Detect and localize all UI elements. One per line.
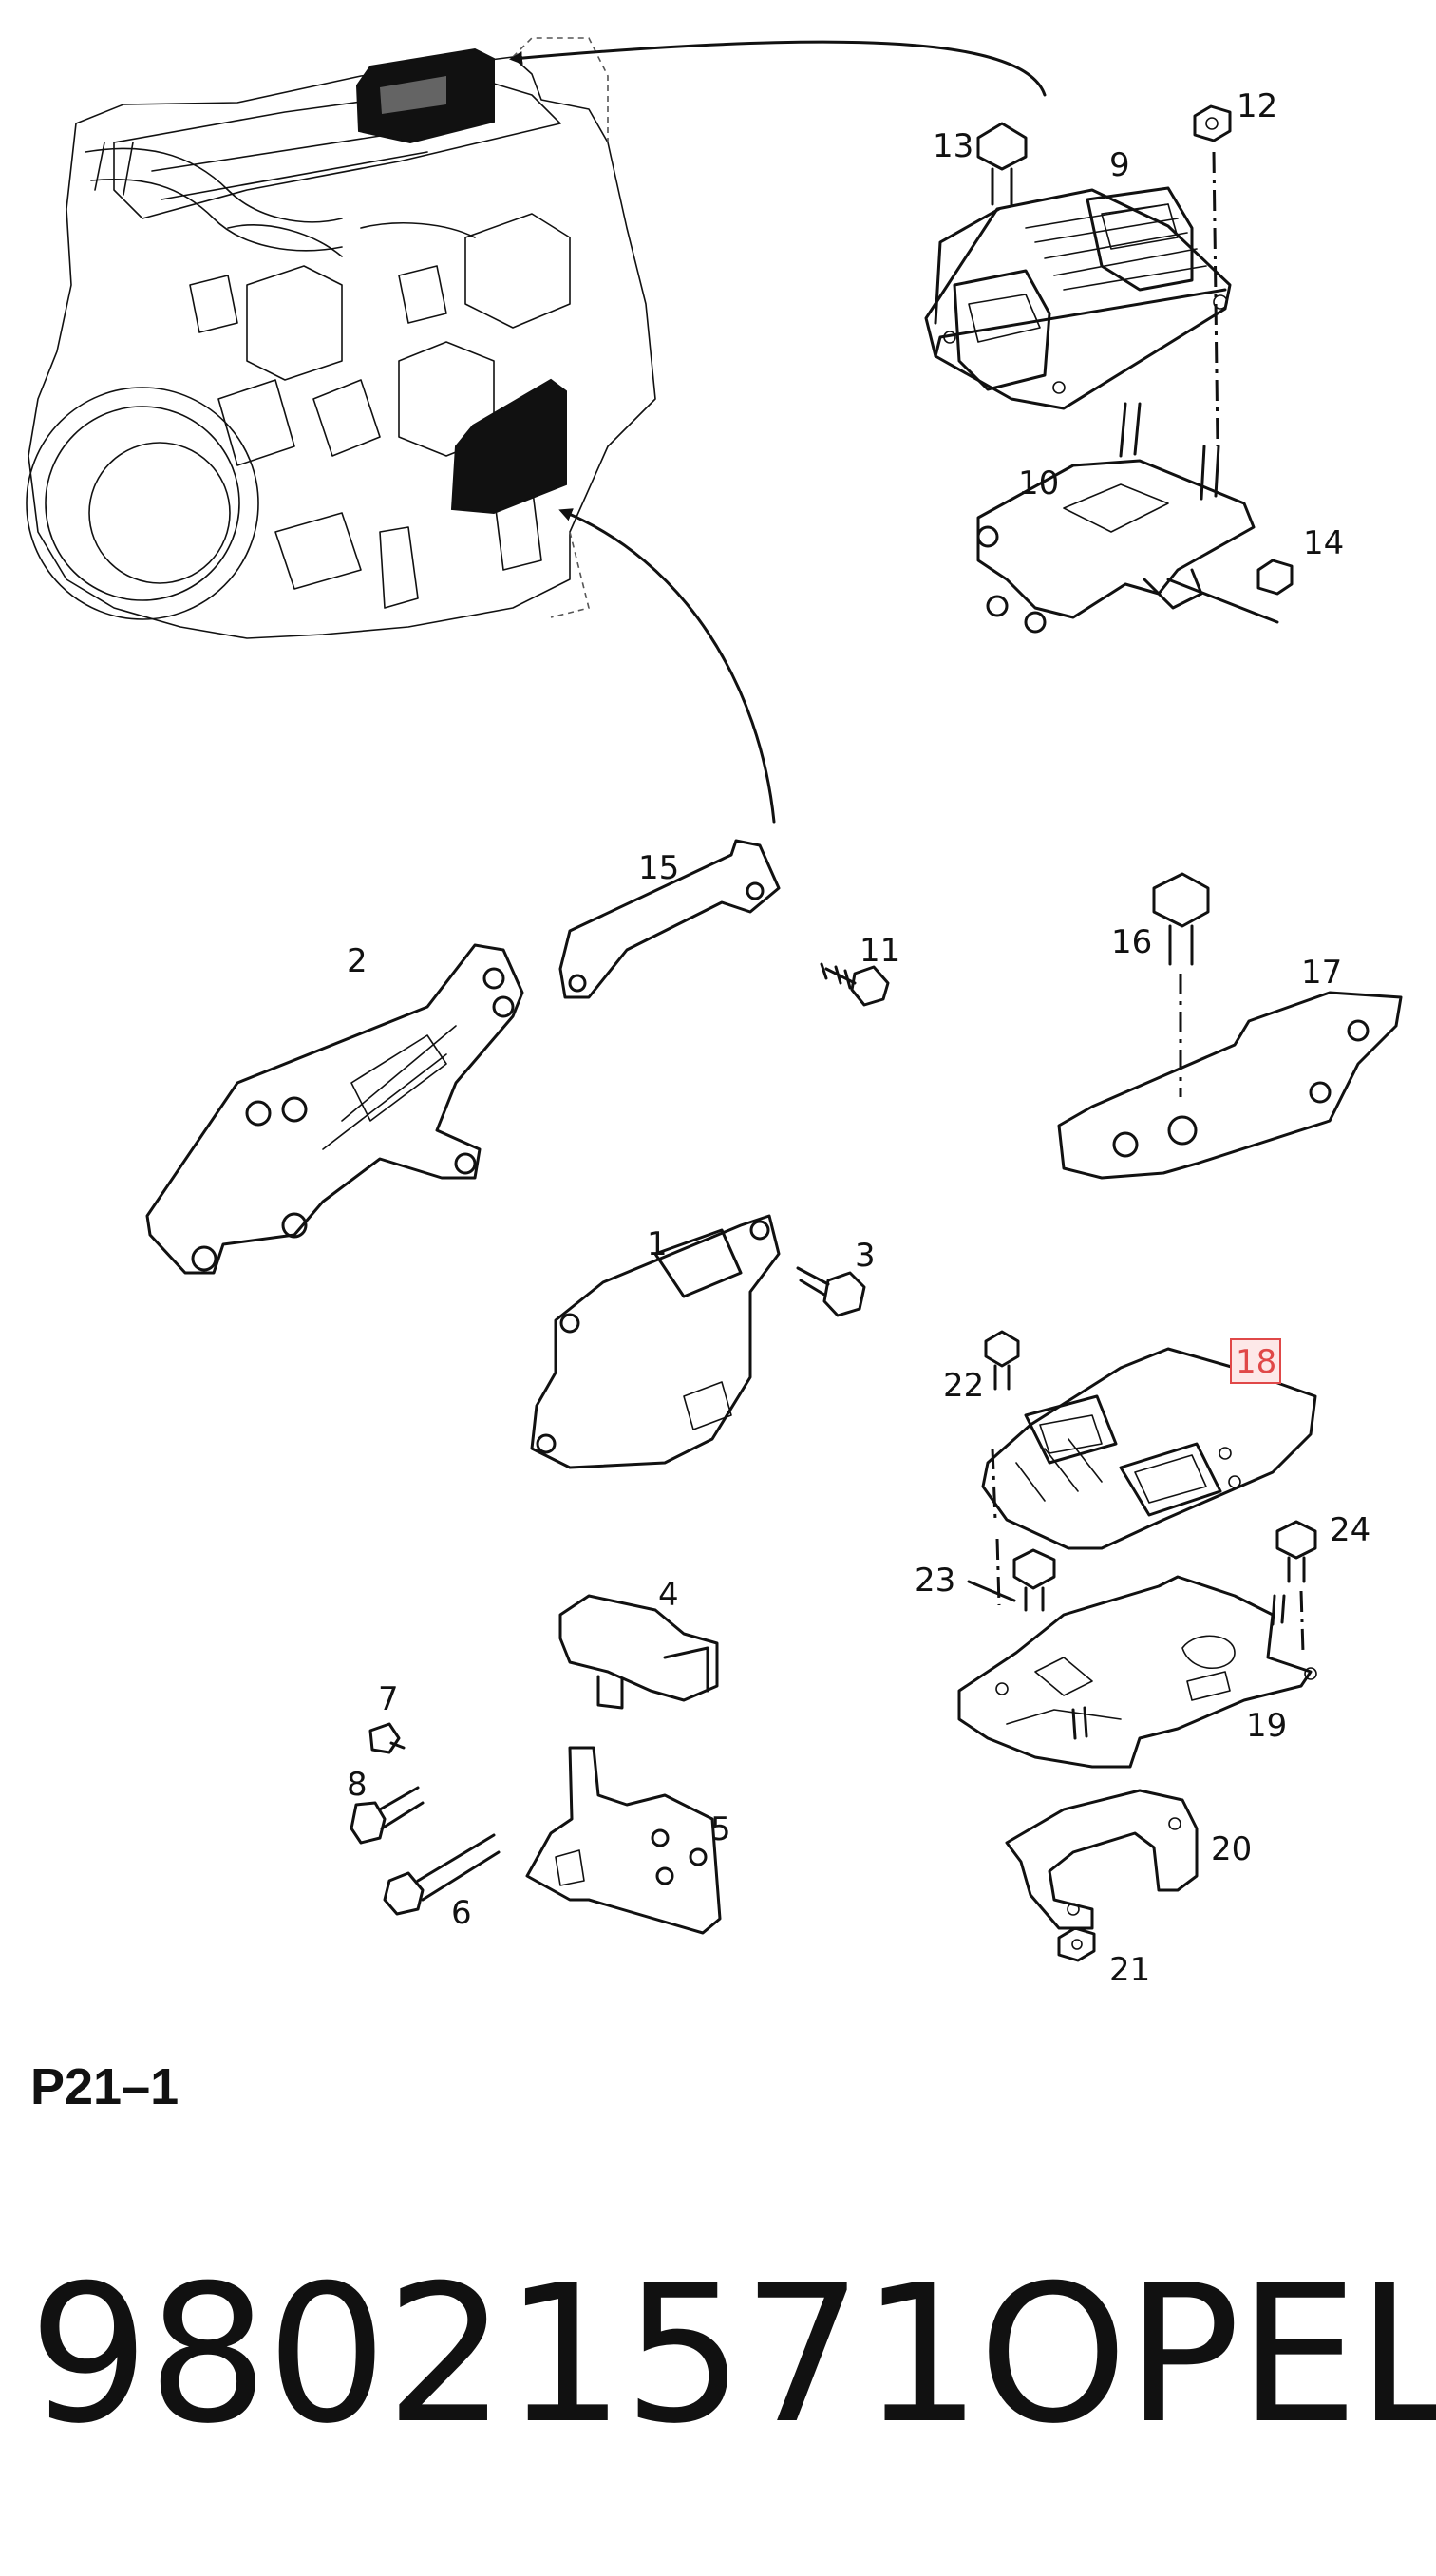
- callout-17: 17: [1301, 954, 1342, 992]
- callout-1: 1: [647, 1225, 668, 1263]
- callout-18: 18: [1236, 1343, 1276, 1381]
- callout-19: 19: [1246, 1707, 1287, 1745]
- part-23-bolt: [1012, 1548, 1056, 1612]
- part-17-plate: [1057, 991, 1403, 1180]
- callout-12: 12: [1237, 87, 1277, 125]
- part-16-bolt: [1152, 872, 1210, 966]
- part-18-ecu: [981, 1347, 1317, 1550]
- part-7-bolt: [368, 1722, 406, 1754]
- part-1-module: [530, 1214, 781, 1469]
- part-5-bracket: [525, 1746, 722, 1935]
- callout-2: 2: [347, 942, 368, 980]
- part-21-nut: [1057, 1926, 1096, 1962]
- callout-13: 13: [933, 127, 973, 165]
- callout-3: 3: [855, 1237, 876, 1275]
- brand-name: OPEL: [978, 2245, 1436, 2466]
- callout-9: 9: [1109, 146, 1130, 184]
- part-14-nut: [1256, 559, 1294, 596]
- callout-10: 10: [1018, 464, 1059, 502]
- part-22-bolt: [984, 1330, 1020, 1391]
- callout-21: 21: [1109, 1951, 1150, 1989]
- callout-16: 16: [1111, 923, 1152, 961]
- part-10-mounting-plate: [976, 402, 1256, 634]
- callout-4: 4: [658, 1576, 679, 1614]
- part-11-bolt: [820, 962, 890, 1007]
- callout-11: 11: [860, 932, 900, 970]
- part-2-bracket: [145, 943, 524, 1275]
- part-19-tray: [957, 1575, 1317, 1769]
- engine-assembly: [26, 37, 656, 639]
- part-9-ecu: [924, 186, 1232, 410]
- callout-6: 6: [451, 1894, 472, 1932]
- arrow-to-engine-side: [558, 508, 776, 824]
- callout-24: 24: [1330, 1511, 1370, 1549]
- part-3-bolt: [796, 1266, 866, 1317]
- arrow-to-engine-top: [509, 40, 1047, 97]
- callout-7: 7: [378, 1680, 399, 1718]
- part-13-bolt: [976, 122, 1028, 206]
- part-4-sensor: [558, 1594, 719, 1710]
- part-number: 98021571: [28, 2245, 982, 2466]
- part-20-bracket: [1005, 1789, 1199, 1930]
- part-15-bracket: [558, 839, 781, 999]
- callout-14: 14: [1303, 524, 1344, 562]
- part-12-nut: [1193, 104, 1232, 142]
- callout-15: 15: [638, 849, 679, 887]
- diagram-reference-code: P21–1: [30, 2058, 180, 2115]
- part-6-bolt: [383, 1833, 501, 1916]
- part-24-bolt: [1275, 1520, 1317, 1583]
- callout-23: 23: [915, 1562, 955, 1600]
- callout-8: 8: [347, 1766, 368, 1804]
- callout-22: 22: [943, 1367, 984, 1405]
- part-8-bolt: [350, 1786, 425, 1845]
- callout-5: 5: [710, 1810, 731, 1848]
- callout-20: 20: [1211, 1830, 1252, 1868]
- callout-18-highlight: [1230, 1338, 1281, 1384]
